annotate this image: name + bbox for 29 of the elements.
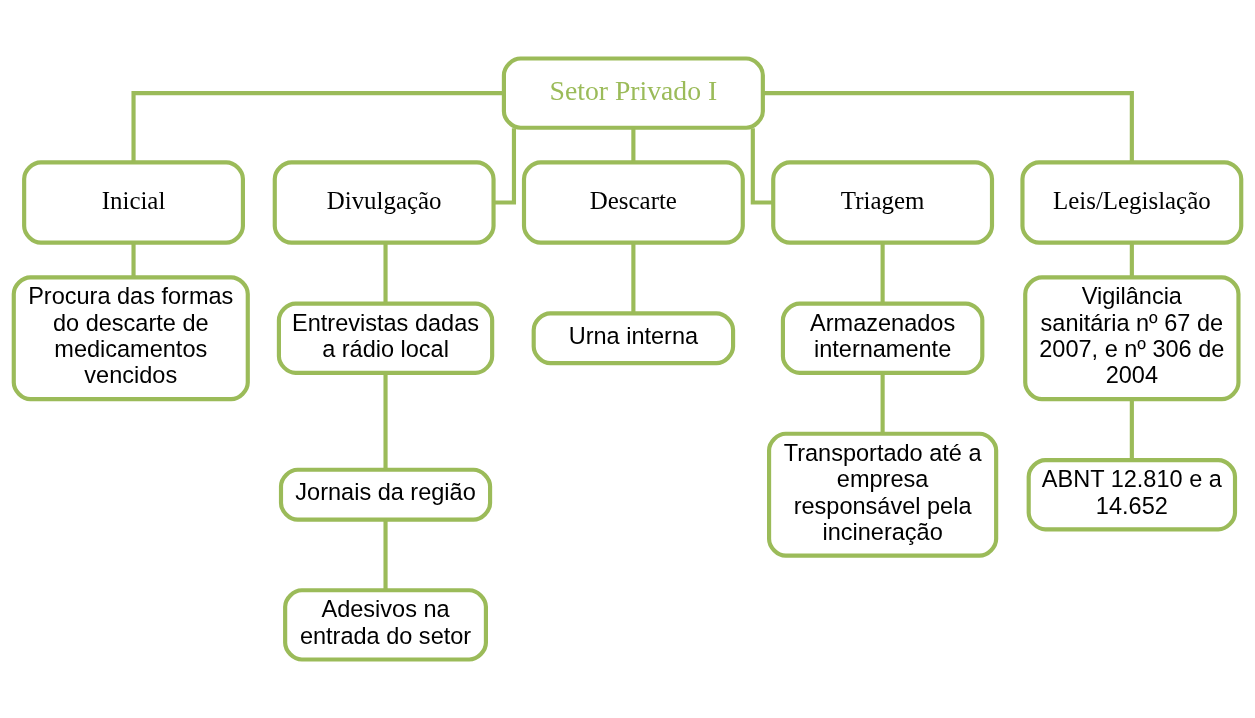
node-box: Descarte [521, 160, 745, 245]
node-box: Adesivos na entrada do setor [283, 588, 488, 662]
node-box: Vigilância sanitária nº 67 de 2007, e nº 306 de 2004 [1023, 275, 1241, 402]
node-box: Procura das formas do descarte de medicamentos vencidos [11, 275, 250, 402]
node-box: Setor Privado I [501, 56, 765, 130]
connector [750, 128, 774, 205]
connector [383, 519, 388, 590]
node-box: Triagem [771, 160, 995, 245]
connector [131, 242, 136, 278]
connector [493, 128, 517, 205]
node-box: ABNT 12.810 e a 14.652 [1026, 458, 1238, 532]
node-box: Inicial [22, 160, 245, 245]
connector [763, 91, 1134, 162]
node-box: Leis/Legislação [1020, 160, 1244, 245]
connector [880, 242, 885, 304]
node-box: Entrevistas dadas a rádio local [276, 301, 495, 375]
connector [131, 91, 504, 162]
node-box: Divulgação [272, 160, 496, 245]
node-box: Transportado até a empresa responsável pela incineração [767, 431, 999, 558]
node-box: Jornais da região [278, 467, 493, 522]
node-box: Urna interna [531, 311, 736, 366]
connector [383, 242, 388, 304]
connector [631, 242, 636, 314]
node-box: Armazenados internamente [780, 301, 985, 375]
connector [1129, 399, 1134, 460]
connector [383, 372, 388, 470]
connector [880, 372, 885, 434]
connector [631, 128, 636, 163]
connector [1129, 242, 1134, 278]
